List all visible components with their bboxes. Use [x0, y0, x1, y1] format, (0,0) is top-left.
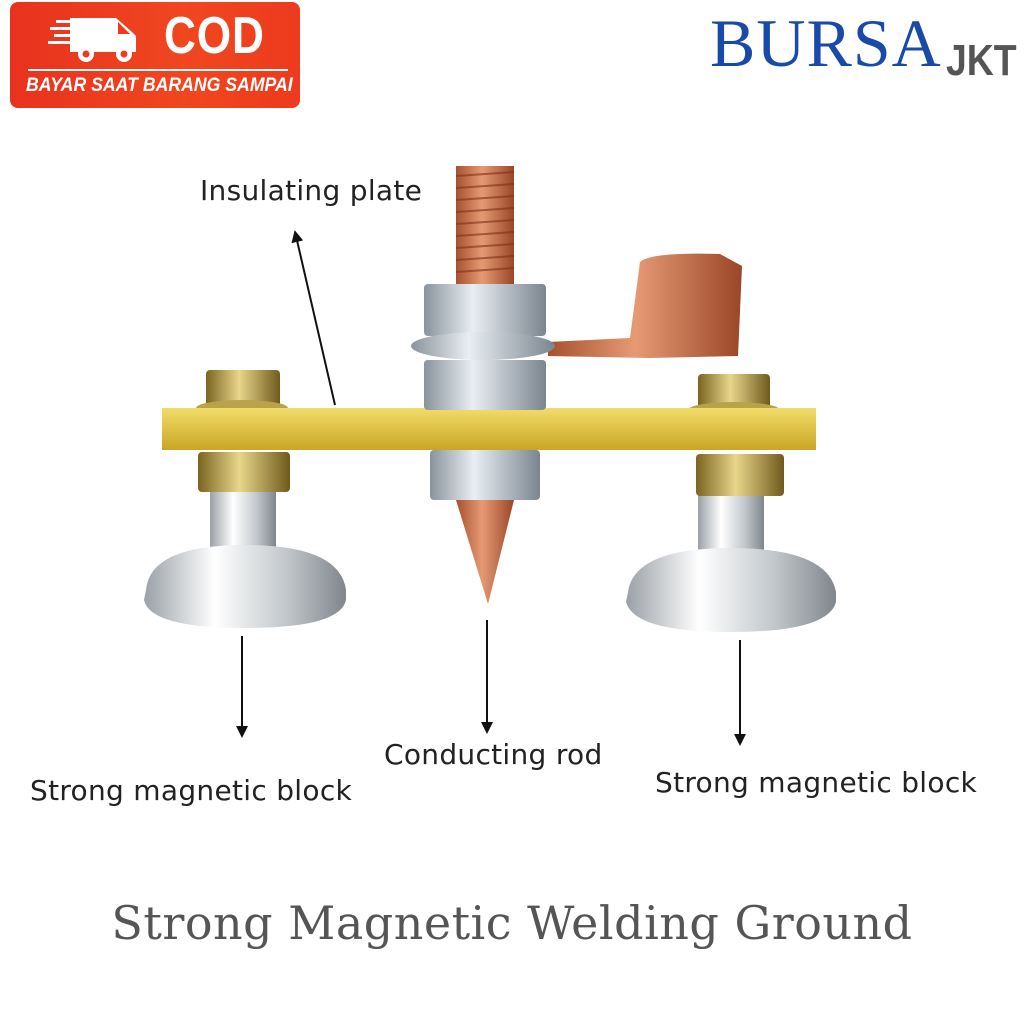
insulating-plate: [162, 408, 816, 450]
magnet-left: [144, 370, 346, 628]
cod-title: COD: [164, 7, 265, 65]
product-title: Strong Magnetic Welding Ground: [111, 896, 913, 950]
label-magnet-right: Strong magnetic block: [655, 766, 978, 799]
delivery-truck-icon: [48, 18, 136, 62]
threaded-stud: [455, 166, 515, 288]
conducting-rod-tip: [456, 500, 514, 604]
cod-badge: COD BAYAR SAAT BARANG SAMPAI: [10, 2, 300, 108]
divider: [28, 69, 288, 71]
magnet-right: [626, 374, 836, 632]
label-insulating-plate: Insulating plate: [200, 174, 423, 207]
label-conducting-rod: Conducting rod: [384, 738, 603, 771]
arrow-insulating-plate: [291, 230, 336, 406]
brand-main: BURSA: [710, 5, 942, 81]
brand-sub: JKT: [946, 36, 1017, 85]
cod-subtitle: BAYAR SAAT BARANG SAMPAI: [26, 75, 293, 96]
copper-tab: [548, 253, 742, 358]
label-magnet-left: Strong magnetic block: [30, 774, 353, 807]
